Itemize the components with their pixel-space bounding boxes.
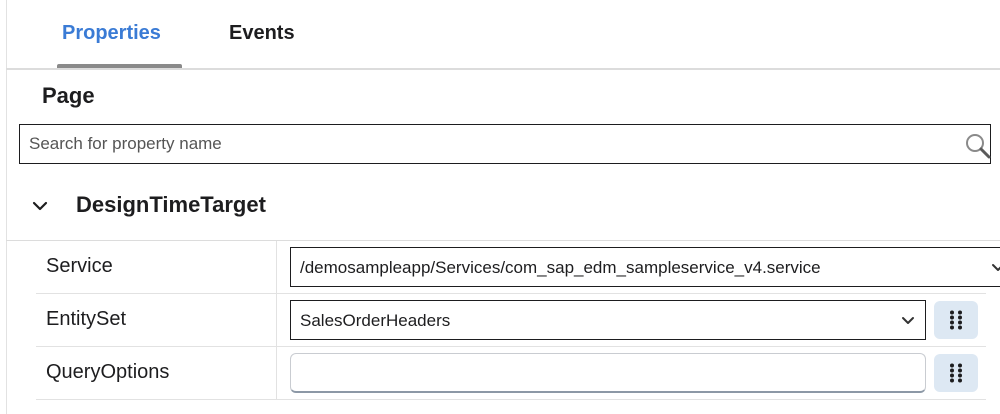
group-title: DesignTimeTarget [76,192,266,217]
object-browser-dots-icon [950,310,962,330]
property-search-input[interactable] [20,125,950,163]
service-select-value: /demosampleapp/Services/com_sap_edm_samp… [300,258,821,277]
active-tab-indicator [57,64,182,68]
entityset-select-value: SalesOrderHeaders [300,311,451,330]
property-label-service: Service [46,255,113,277]
property-row-queryoptions: QueryOptions [36,347,986,400]
property-label-entityset: EntitySet [46,308,127,330]
tab-properties[interactable]: Properties [62,22,161,44]
queryoptions-object-browser-button[interactable] [934,354,978,392]
entityset-object-browser-button[interactable] [934,301,978,339]
tab-events[interactable]: Events [229,22,295,44]
search-icon[interactable] [964,132,992,160]
queryoptions-input[interactable] [290,353,926,393]
panel-left-border [6,0,7,414]
chevron-down-icon [901,314,915,328]
property-row-entityset: EntitySet SalesOrderHeaders [36,294,986,347]
service-select[interactable]: /demosampleapp/Services/com_sap_edm_samp… [290,247,1000,287]
property-search-box [19,124,991,164]
column-divider [276,241,277,293]
property-label-queryoptions: QueryOptions [46,361,170,383]
column-divider [276,294,277,346]
object-browser-dots-icon [950,363,962,383]
property-grid-top-border [6,240,1000,241]
property-row-service: Service /demosampleapp/Services/com_sap_… [36,241,1000,294]
tab-bar: Properties Events [0,0,1000,68]
entityset-select[interactable]: SalesOrderHeaders [290,300,926,340]
tab-bar-divider [6,68,1000,70]
chevron-down-icon[interactable] [30,196,50,216]
column-divider [276,347,277,399]
section-title: Page [42,83,95,108]
chevron-down-icon [991,261,1000,275]
